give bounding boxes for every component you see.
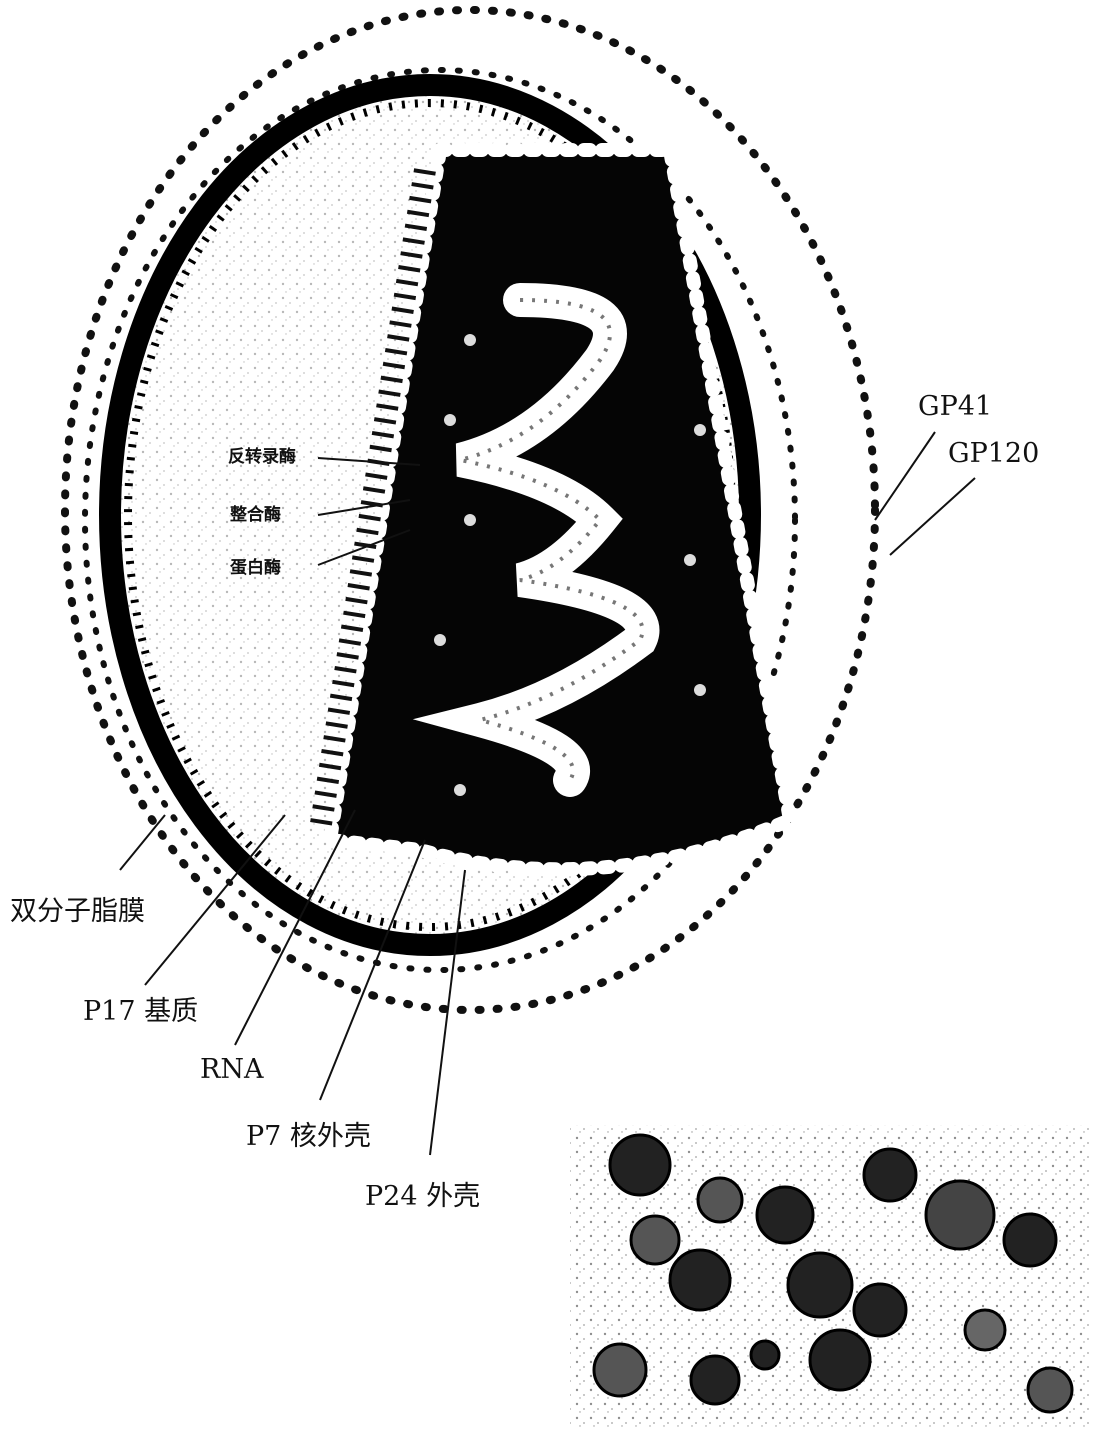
label-integrase: 整合酶 [230,504,281,525]
label-gp120: GP120 [948,438,1039,469]
label-p24-capsid: P24 外壳 [365,1181,480,1212]
label-reverse-transcriptase: 反转录酶 [228,446,296,467]
micrograph-inset [570,1125,1090,1430]
label-lipid-bilayer: 双分子脂膜 [10,896,145,927]
label-p17-matrix: P17 基质 [83,996,198,1027]
label-p7-nucleocapsid: P7 核外壳 [246,1121,371,1152]
label-gp41: GP41 [918,391,992,422]
label-protease: 蛋白酶 [230,557,281,578]
label-rna: RNA [200,1054,264,1085]
